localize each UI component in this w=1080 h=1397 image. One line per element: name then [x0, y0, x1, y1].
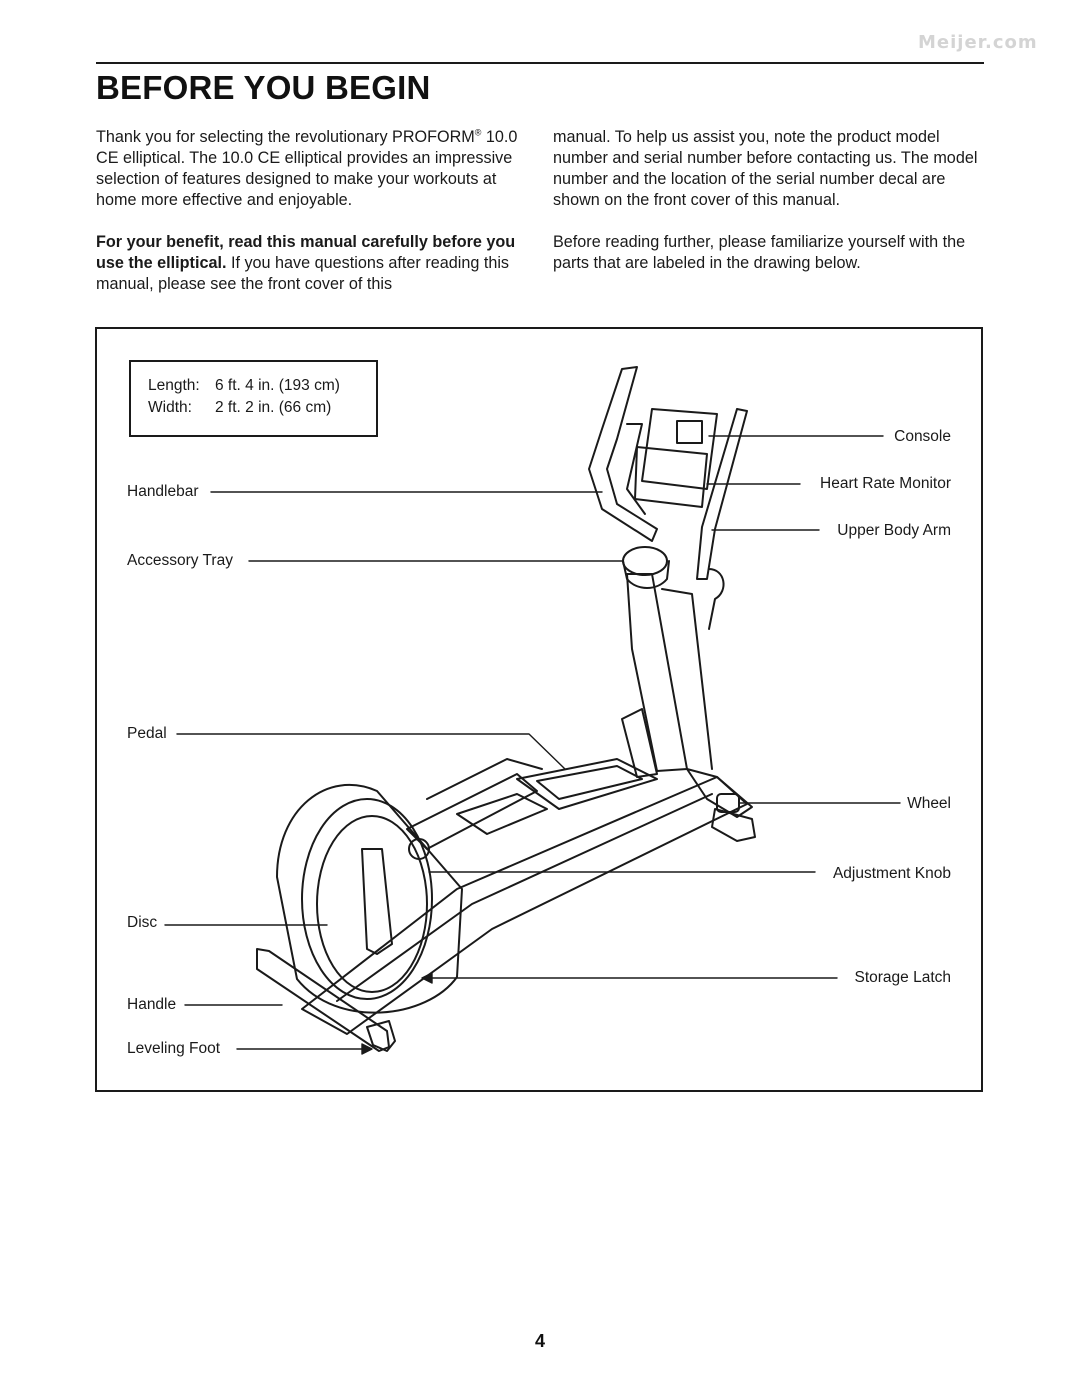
intro-paragraph-3: Before reading further, please familiari… — [553, 233, 966, 272]
callout-accessory-tray: Accessory Tray — [127, 552, 233, 570]
watermark-logo: Meijer.com — [918, 32, 1038, 53]
dimension-length-row: Length: 6 ft. 4 in. (193 cm) — [148, 375, 340, 396]
callout-handle: Handle — [127, 996, 177, 1014]
intro-p1-rest: 10.0 CE elliptical. The 10.0 CE elliptic… — [96, 128, 518, 209]
intro-p1-text: Thank you for selecting the revolutionar… — [96, 128, 475, 146]
callout-leveling-foot: Leveling Foot — [127, 1040, 221, 1058]
page-number: 4 — [534, 1331, 545, 1351]
dimension-width-row: Width: 2 ft. 2 in. (66 cm) — [148, 397, 331, 418]
width-value: 2 ft. 2 in. (66 cm) — [215, 399, 332, 416]
upright-brace — [621, 708, 658, 778]
intro-p2-bold: For your benefit, read this manual caref… — [96, 233, 516, 272]
upright-front — [661, 588, 713, 770]
pedal-tread — [536, 765, 643, 800]
disc-shroud — [276, 784, 463, 1014]
intro-paragraph-2-end: manual. To help us assist you, note the … — [553, 127, 989, 211]
leader-pedal — [176, 733, 566, 770]
registered-mark: ® — [474, 127, 482, 138]
handlebar-left — [588, 366, 658, 542]
parts-diagram-frame: Length: 6 ft. 4 in. (193 cm) Width: 2 ft. … — [95, 327, 983, 1092]
leader-leveling-foot-arrow — [361, 1043, 373, 1055]
callout-disc: Disc — [127, 914, 158, 932]
intro-left-column: Thank you for selecting the revolutionar… — [96, 127, 532, 316]
callout-wheel: Wheel — [907, 795, 951, 813]
upper-body-arm-right — [696, 408, 748, 580]
upper-body-arm-lower — [708, 568, 725, 630]
disc-crank — [361, 848, 393, 955]
callout-storage-latch: Storage Latch — [854, 969, 951, 987]
pedal — [516, 758, 658, 810]
disc-inner — [316, 815, 428, 993]
width-label: Width: — [148, 399, 192, 416]
callout-console: Console — [894, 428, 951, 446]
console — [641, 408, 718, 490]
console-screen — [676, 420, 703, 444]
front-foot — [711, 808, 756, 842]
base-rail-inner — [336, 793, 713, 1002]
length-value: 6 ft. 4 in. (193 cm) — [215, 377, 340, 394]
disc — [301, 798, 433, 1000]
callout-adjustment-knob: Adjustment Knob — [832, 865, 951, 883]
page-title: BEFORE YOU BEGIN — [96, 69, 431, 106]
leveling-foot — [366, 1020, 396, 1052]
callout-handlebar: Handlebar — [127, 483, 199, 501]
intro-paragraph-1: Thank you for selecting the revolutionar… — [96, 127, 532, 211]
intro-paragraph-2-start: For your benefit, read this manual caref… — [96, 232, 532, 295]
console-bezel — [634, 446, 708, 508]
intro-right-column: manual. To help us assist you, note the … — [553, 127, 989, 295]
length-label: Length: — [148, 377, 200, 394]
pedal-arm-rear — [426, 758, 543, 800]
accessory-tray — [622, 546, 668, 576]
callout-pedal: Pedal — [127, 725, 167, 743]
upright — [626, 573, 688, 772]
handlebar-inner — [626, 423, 646, 515]
callout-heart-rate-monitor: Heart Rate Monitor — [820, 475, 951, 493]
intro-p2-rest-left: If you have questions after reading this… — [96, 254, 510, 293]
intro-p2-rest-right: manual. To help us assist you, note the … — [553, 128, 978, 209]
leader-storage-latch-arrow — [421, 972, 433, 984]
pedal-arm — [406, 773, 538, 850]
front-stabilizer — [686, 768, 753, 818]
adjustment-knob — [408, 838, 430, 860]
elliptical-drawing — [164, 366, 901, 1055]
callout-upper-body-arm: Upper Body Arm — [837, 522, 951, 540]
title-rule — [96, 62, 984, 64]
pedal-rear — [456, 793, 548, 835]
dimensions-box: Length: 6 ft. 4 in. (193 cm) Width: 2 ft. … — [129, 360, 378, 437]
accessory-tray-body — [622, 560, 670, 589]
